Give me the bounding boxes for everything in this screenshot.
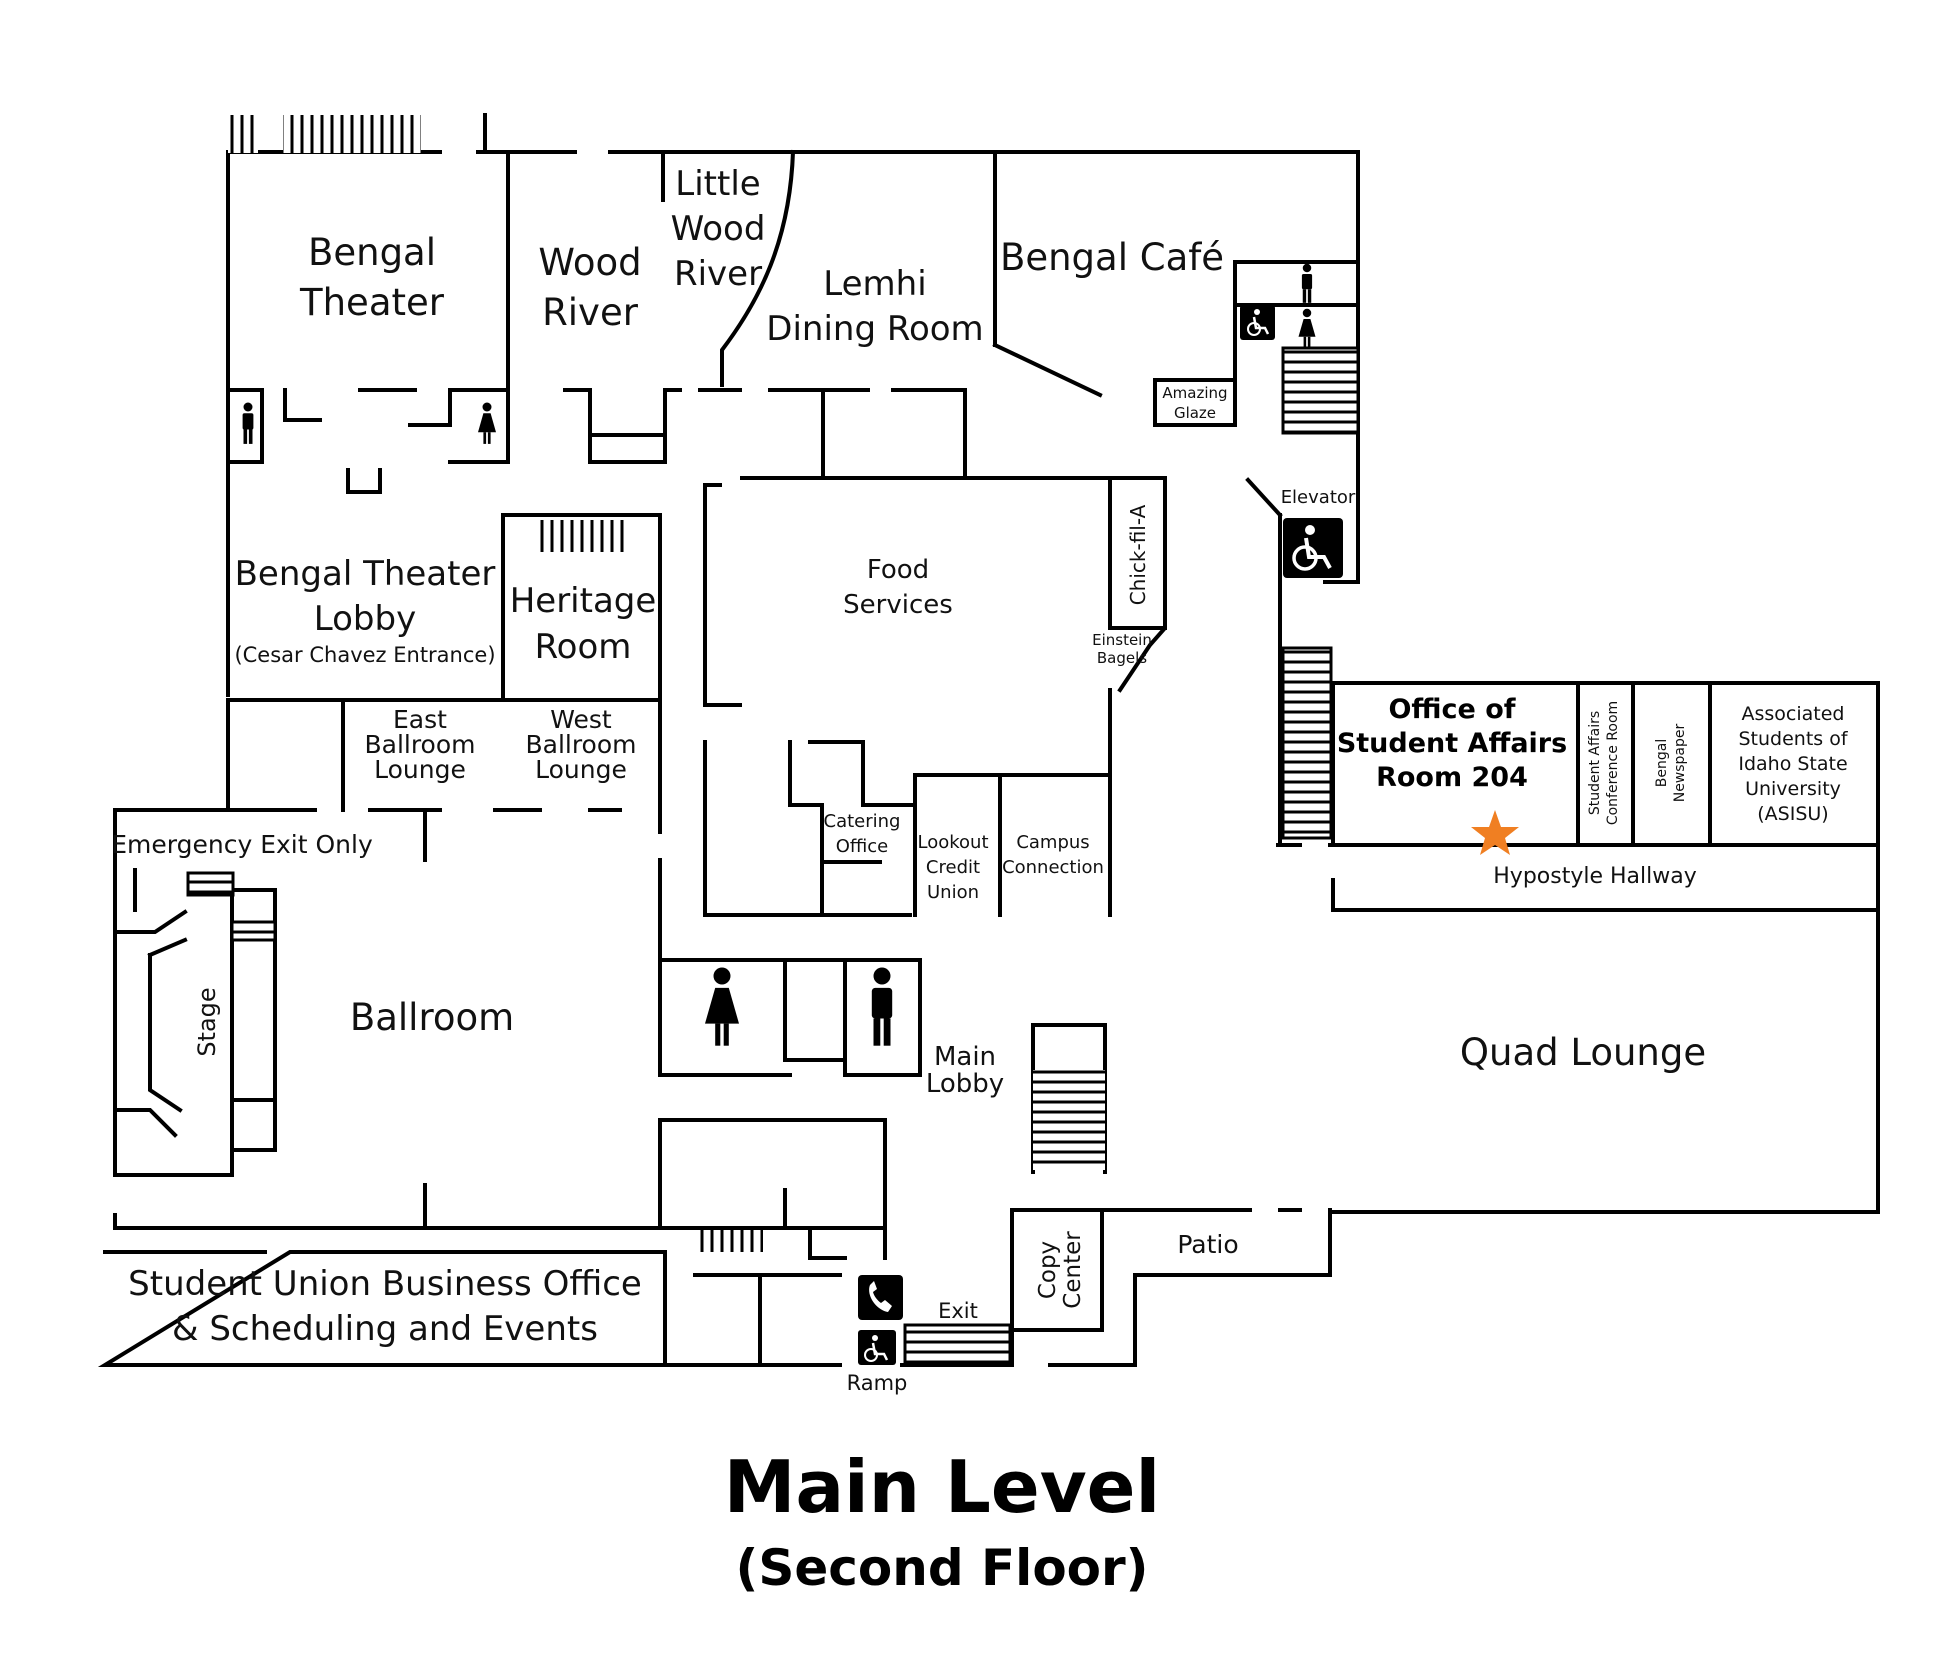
cesar-chavez-label: (Cesar Chavez Entrance) [234,643,495,667]
hypostyle-hallway-label: Hypostyle Hallway [1493,864,1696,889]
exit-label: Exit [938,1299,978,1323]
stage-label: Stage [193,987,221,1056]
ballroom-label: Ballroom [350,996,514,1039]
ramp-label: Ramp [847,1371,908,1395]
wheelchair-icon [1240,305,1275,340]
map-title: Main Level [724,1445,1160,1529]
chick-fil-a-label: Chick-fil-A [1126,504,1150,605]
stairs-icon [186,115,1360,1367]
phone-icon [858,1275,903,1320]
restroom-women-icon [705,967,739,1046]
map-subtitle: (Second Floor) [735,1539,1148,1597]
elevator-label: Elevator [1281,487,1356,508]
restroom-men-icon [1301,263,1313,303]
bengal-cafe-label: Bengal Café [1000,236,1224,279]
emergency-exit-label: Emergency Exit Only [111,830,373,859]
copy-center-label: CopyCenter [1035,1231,1086,1309]
restroom-men-icon [242,402,254,444]
star-icon [1471,810,1519,855]
quad-lounge-label: Quad Lounge [1460,1031,1706,1074]
restroom-men-icon [871,967,893,1046]
wheelchair-icon [858,1330,896,1365]
wheelchair-icon [1283,518,1343,578]
restroom-women-icon [478,402,496,444]
patio-label: Patio [1177,1230,1238,1259]
restroom-women-icon [1298,308,1316,348]
business-office-label: Student Union Business Office& Schedulin… [128,1264,642,1349]
